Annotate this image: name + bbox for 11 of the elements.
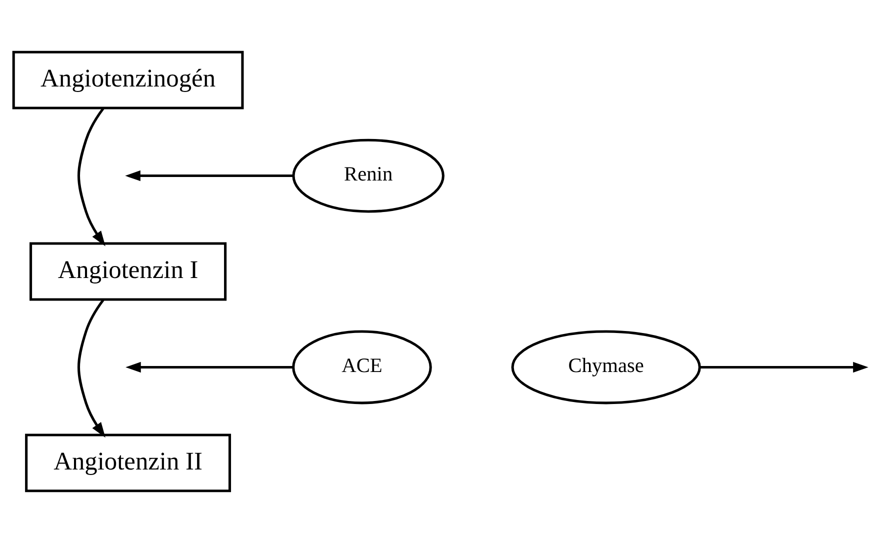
node-ellipse: Chymase bbox=[511, 330, 701, 404]
arrow bbox=[700, 362, 868, 373]
node-ellipse: ACE bbox=[292, 330, 432, 404]
node-box: Angiotenzinogén bbox=[12, 50, 244, 110]
arrow bbox=[125, 170, 294, 182]
node-ellipse: Renin bbox=[292, 138, 444, 213]
arrow bbox=[78, 108, 106, 246]
arrow bbox=[78, 299, 106, 438]
arrow bbox=[126, 362, 294, 373]
node-box: Angiotenzin II bbox=[25, 434, 232, 492]
node-box: Angiotenzin I bbox=[30, 242, 227, 301]
